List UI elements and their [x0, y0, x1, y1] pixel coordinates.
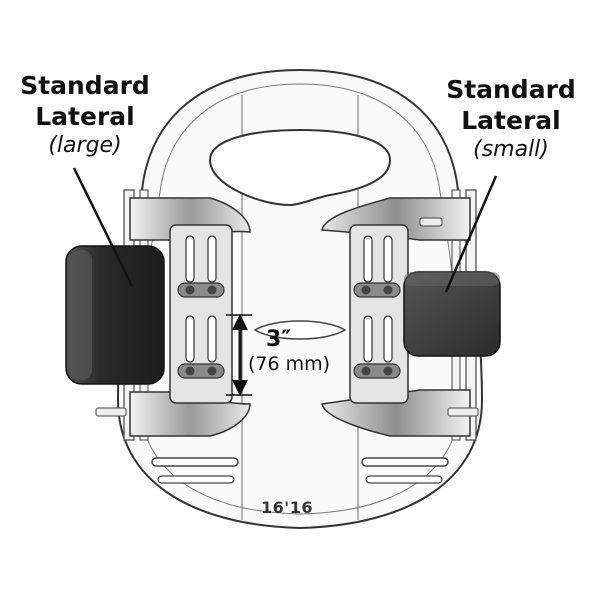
bracket-right-clamp-top — [353, 282, 401, 298]
slot-bottom-right — [361, 457, 449, 467]
bracket-right-slot-2 — [383, 235, 393, 283]
label-right-line1: Standard — [446, 75, 576, 104]
dimension-metric: (76 mm) — [248, 353, 331, 375]
bracket-left-clamp-bottom — [177, 363, 225, 379]
bolt-stub-right — [447, 407, 479, 417]
bracket-right-slot-3 — [363, 315, 373, 363]
label-standard-lateral-small: Standard Lateral (small) — [436, 74, 586, 164]
bolt-left-4 — [207, 366, 217, 376]
bracket-left-slot-3 — [185, 315, 195, 363]
label-left-line2: Lateral — [35, 102, 135, 131]
bracket-right-slot-1 — [363, 235, 373, 283]
label-left-size: (large) — [48, 133, 122, 158]
bracket-left-clamp-top — [177, 282, 225, 298]
dimension-arrow-top — [232, 314, 248, 330]
part-number: 16'16 — [261, 498, 313, 517]
bracket-right-clamp-bottom — [353, 363, 401, 379]
label-left-line1: Standard — [20, 71, 150, 100]
bracket-left-slot-1 — [185, 235, 195, 283]
bracket-left-slot-2 — [207, 235, 217, 283]
bracket-right-slot-4 — [383, 315, 393, 363]
dimension-label: 3″ (76 mm) — [248, 328, 338, 376]
slot-bottom-left-2 — [157, 475, 235, 484]
label-standard-lateral-large: Standard Lateral (large) — [10, 70, 160, 160]
label-right-line2: Lateral — [461, 106, 561, 135]
leader-line-right — [444, 175, 498, 293]
label-right-size: (small) — [473, 137, 549, 162]
bracket-left-slot-4 — [207, 315, 217, 363]
bolt-right-2 — [383, 285, 393, 295]
bolt-stub-right-top — [419, 217, 443, 227]
leader-line-left — [72, 167, 134, 287]
middle-cutout — [253, 320, 347, 340]
bolt-left-2 — [207, 285, 217, 295]
slot-bottom-left — [151, 457, 239, 467]
shell-contour — [139, 83, 461, 515]
bolt-right-1 — [361, 285, 371, 295]
slot-bottom-right-2 — [365, 475, 443, 484]
bolt-left-3 — [185, 366, 195, 376]
dimension-imperial: 3″ — [266, 327, 292, 352]
bolt-left-1 — [185, 285, 195, 295]
bolt-right-4 — [383, 366, 393, 376]
top-cutout — [208, 128, 392, 207]
bolt-right-3 — [361, 366, 371, 376]
lateral-pad-large-edge — [70, 250, 92, 380]
bolt-stub-left — [95, 407, 127, 417]
dimension-arrow-bottom — [232, 380, 248, 396]
